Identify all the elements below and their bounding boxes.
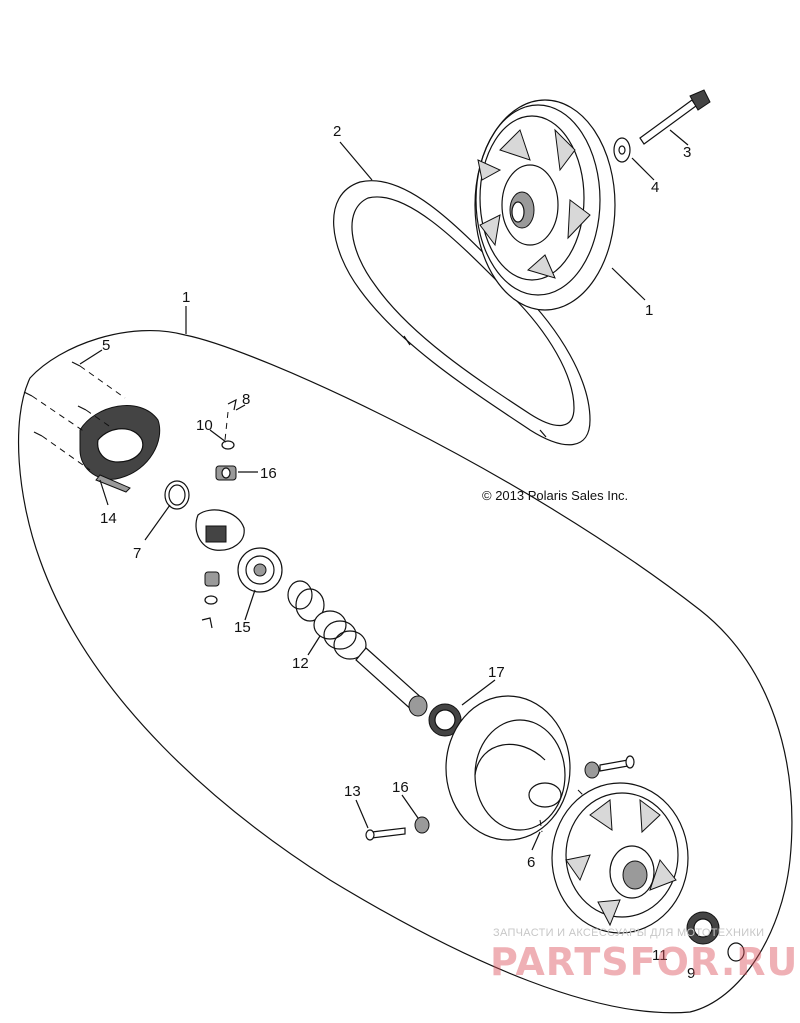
roller-assembly (237, 547, 283, 593)
retaining-ring (164, 480, 190, 510)
callout-14: 14 (100, 510, 117, 527)
sheave-bolts (365, 755, 635, 841)
bearing-and-ring (686, 911, 745, 962)
callout-8: 8 (242, 391, 251, 408)
drive-clutch-assembly-outline (18, 329, 793, 1014)
washer (613, 137, 631, 163)
callout-1-driven: 1 (645, 302, 654, 319)
cover-screws (23, 361, 126, 471)
callout-6: 6 (527, 854, 536, 871)
callout-5: 5 (102, 337, 111, 354)
callout-3: 3 (683, 144, 692, 161)
moveable-sheave (445, 695, 571, 841)
spider-assembly (195, 398, 245, 629)
clutch-shaft (355, 647, 428, 717)
driven-clutch (474, 99, 616, 311)
callout-1-drive: 1 (182, 289, 191, 306)
callout-15: 15 (234, 619, 251, 636)
callout-16-upper: 16 (260, 465, 277, 482)
callout-17: 17 (488, 664, 505, 681)
copyright-notice: © 2013 Polaris Sales Inc. (482, 488, 629, 503)
callout-13: 13 (344, 783, 361, 800)
spring-stack (287, 580, 367, 660)
clutch-cover (79, 405, 161, 493)
callout-10: 10 (196, 417, 213, 434)
callout-12: 12 (292, 655, 309, 672)
clutch-bolt (639, 89, 711, 145)
callout-4: 4 (651, 179, 660, 196)
callout-16-lower: 16 (392, 779, 409, 796)
callout-9: 9 (687, 965, 696, 982)
leader-lines (79, 129, 689, 851)
callout-7: 7 (133, 545, 142, 562)
bushing (428, 703, 462, 737)
callout-11: 11 (652, 947, 668, 964)
callout-2: 2 (333, 123, 342, 140)
watermark-tagline: ЗАПЧАСТИ И АКСЕССУАРЫ ДЛЯ МОТОТЕХНИКИ (493, 927, 765, 939)
stationary-sheave (551, 782, 689, 934)
watermark-logo: PARTSFOR.RU (490, 940, 799, 984)
